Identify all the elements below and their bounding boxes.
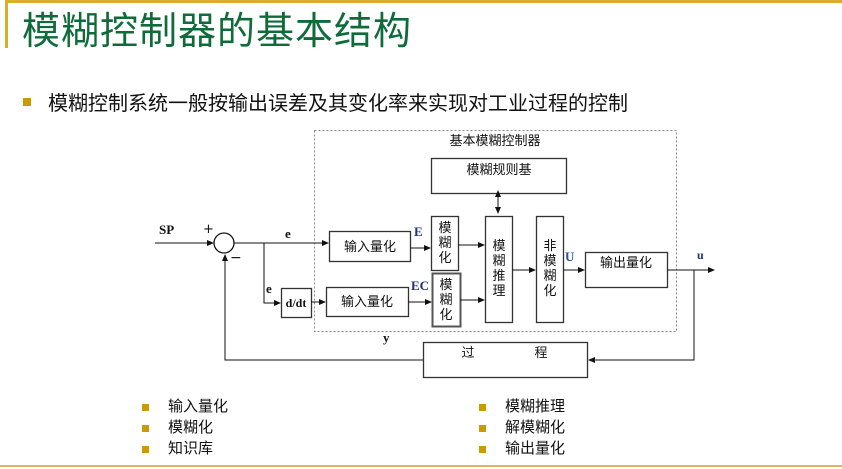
plus-sign: + xyxy=(203,222,214,237)
fuzzify-e-label: 模糊化 xyxy=(438,221,451,266)
process-block xyxy=(422,341,589,379)
defuzzify-block xyxy=(535,215,565,324)
input-quantization-e-block xyxy=(328,230,412,263)
output-quantization-label: 输出量化 xyxy=(600,255,652,271)
error-branch-label: e xyxy=(266,281,272,296)
defuzzify-label: 非模糊化 xyxy=(543,239,556,299)
bullet-icon xyxy=(23,98,31,106)
error-branch-line xyxy=(263,243,281,306)
process-label-right: 程 xyxy=(534,346,547,361)
fuzzy-inference-label: 模糊推理 xyxy=(492,239,505,299)
left-accent-bar xyxy=(5,0,8,48)
slide-subtitle: 模糊控制系统一般按输出误差及其变化率来实现对工业过程的控制 xyxy=(48,91,628,115)
fuzzify-e-char: 模 xyxy=(438,221,451,236)
E-label: E xyxy=(414,224,423,239)
list-item: 模糊推理 xyxy=(479,396,565,417)
u-label: u xyxy=(697,248,704,262)
input-quantization-e-label: 输入量化 xyxy=(344,239,396,255)
bullet-icon xyxy=(479,404,486,411)
fuzzify-e-block xyxy=(430,215,460,272)
component-list-right: 模糊推理 解模糊化 输出量化 xyxy=(479,396,565,459)
U-label: U xyxy=(565,249,575,264)
process-label-left: 过 xyxy=(461,346,474,361)
bullet-icon xyxy=(479,425,486,432)
basic-fuzzy-controller-container xyxy=(314,130,677,332)
y-label: y xyxy=(383,330,390,345)
minus-sign: − xyxy=(230,250,242,266)
input-quantization-ec-label: 输入量化 xyxy=(341,294,393,310)
list-item: 知识库 xyxy=(142,438,228,459)
EC-label: EC xyxy=(411,278,429,293)
list-item: 输入量化 xyxy=(142,396,228,417)
component-list-left: 输入量化 模糊化 知识库 xyxy=(142,396,228,459)
rule-base-block xyxy=(430,157,568,195)
slide-title: 模糊控制器的基本结构 xyxy=(22,9,413,53)
bullet-icon xyxy=(479,446,486,453)
bullet-icon xyxy=(142,404,149,411)
list-item: 输出量化 xyxy=(479,438,565,459)
bullet-icon xyxy=(142,425,149,432)
top-accent-line xyxy=(6,0,842,3)
error-label: e xyxy=(285,226,291,241)
u-to-process-line xyxy=(588,270,695,363)
rule-base-label: 模糊规则基 xyxy=(466,162,531,178)
y-feedback-line xyxy=(222,254,423,361)
fuzzify-ec-label: 模糊化 xyxy=(439,278,452,323)
fuzzify-ec-block xyxy=(431,272,462,328)
bullet-icon xyxy=(142,446,149,453)
setpoint-label: SP xyxy=(159,222,174,237)
bottom-accent-line xyxy=(0,465,842,467)
derivative-block xyxy=(280,287,313,319)
list-item: 解模糊化 xyxy=(479,417,565,438)
container-label: 基本模糊控制器 xyxy=(449,133,540,149)
list-item: 模糊化 xyxy=(142,417,228,438)
derivative-label: d/dt xyxy=(286,296,307,310)
